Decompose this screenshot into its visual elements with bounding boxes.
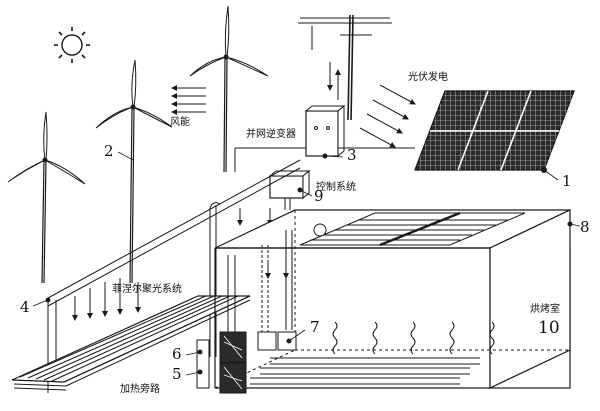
callout-7: 7	[310, 318, 320, 336]
fresnel-frame	[45, 159, 301, 393]
wind-energy-label: 风能	[170, 117, 190, 128]
callout-1: 1	[562, 172, 572, 190]
drying-room-label: 烘烤室	[530, 304, 560, 315]
wind-arrows	[171, 85, 206, 115]
grid-inverter-label: 并网逆变器	[246, 129, 296, 140]
floor-pipes	[250, 357, 480, 385]
pv-generation-label: 光伏发电	[408, 72, 448, 83]
utility-pole	[298, 14, 392, 121]
callout-6: 6	[172, 345, 182, 363]
heating-units	[196, 331, 297, 394]
inverter-icon	[304, 104, 346, 159]
callout-8: 8	[580, 218, 590, 236]
callout-4: 4	[20, 298, 30, 316]
sun-icon	[54, 27, 90, 63]
heat-wave-icon	[332, 321, 495, 355]
leader-lines	[32, 151, 581, 376]
callout-10: 10	[538, 318, 560, 338]
sunlight-arrows	[359, 84, 416, 148]
control-system-label: 控制系统	[316, 182, 356, 193]
wiring	[234, 147, 415, 210]
callout-9: 9	[314, 187, 324, 205]
fresnel-system-label: 菲涅尔聚光系统	[112, 284, 182, 295]
heating-bypass-label: 加热旁路	[120, 384, 160, 395]
solar-panel-icon	[414, 90, 575, 173]
roof-receiver	[299, 211, 526, 247]
callout-2: 2	[104, 142, 114, 160]
fresnel-mirror-array	[11, 295, 251, 391]
callout-3: 3	[347, 146, 357, 164]
callout-5: 5	[172, 365, 182, 383]
control-box-icon	[268, 169, 311, 200]
wind-turbine-icon	[7, 5, 269, 284]
